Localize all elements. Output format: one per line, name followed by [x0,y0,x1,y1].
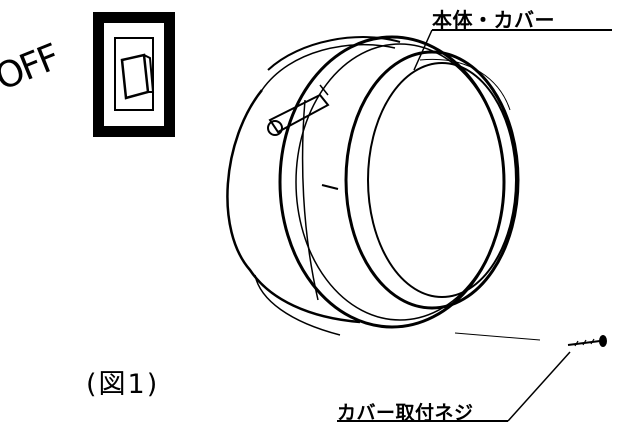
lamp-fixture [226,35,520,336]
body-leader-line [413,29,433,71]
hinge-knob [267,120,283,136]
bracket-tab [319,84,329,96]
cover-outer [344,50,520,310]
switch-toggle-edge [143,54,155,93]
screw-leader-line [507,351,571,422]
cover-highlight [419,58,511,111]
screw-axis-line [454,332,541,341]
bracket [268,93,330,134]
base-left-edge [226,89,361,324]
body-ring-mid [295,43,505,321]
body-side-line [301,99,319,301]
body-notch [321,184,339,190]
base-lower-edge [254,274,341,336]
body-cover-label: 本体・カバー [432,8,555,32]
cover-screw-label: カバー取付ネジ [337,402,474,424]
screw-thread [574,338,595,347]
wall-switch-icon [93,12,175,137]
base-top-edge-2 [261,43,396,91]
figure-label: (図1) [86,369,160,400]
screw-icon [567,335,607,347]
cover-inner [367,62,517,298]
base-top-edge [267,36,401,71]
screw-head [599,335,607,347]
switch-toggle [120,53,150,100]
